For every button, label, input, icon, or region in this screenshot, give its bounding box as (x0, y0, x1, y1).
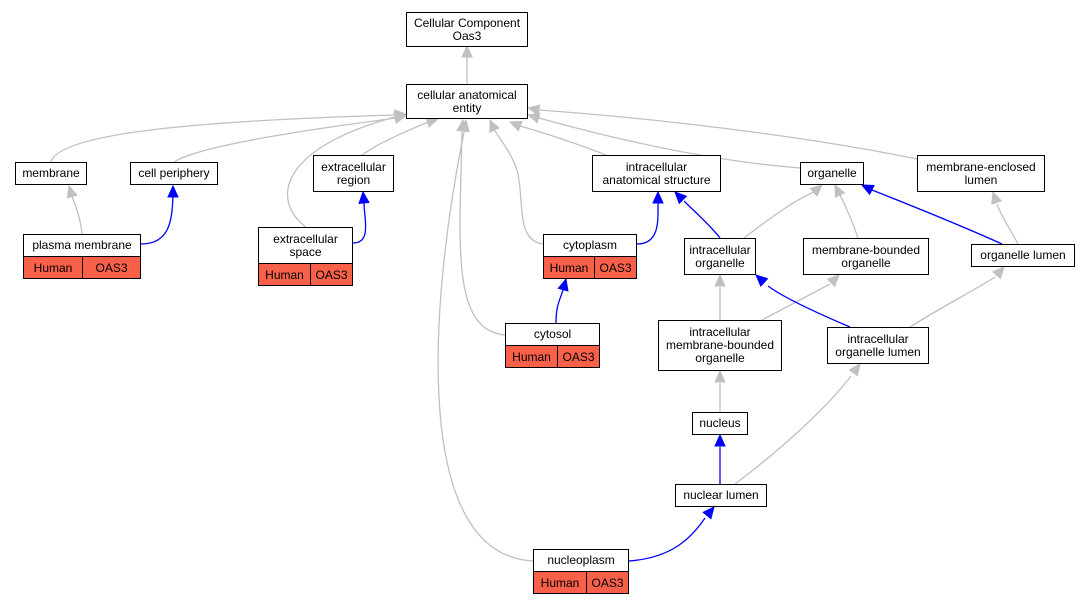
node-organelle[interactable]: organelle (800, 162, 864, 185)
node-membrane-enclosed-lumen[interactable]: membrane-enclosed lumen (917, 155, 1045, 192)
edge-extregion-cae (361, 116, 440, 156)
species-label: Human (33, 260, 73, 275)
node-cellular-anatomical-entity[interactable]: cellular anatomical entity (406, 84, 528, 119)
edge-imbo-mbo (761, 274, 840, 321)
arrowhead (755, 274, 769, 288)
node-membrane[interactable]: membrane (15, 162, 87, 185)
arrowhead (508, 120, 523, 132)
annotation-extracellular-space: Human OAS3 (258, 264, 353, 286)
arrowhead (714, 433, 726, 447)
arrowhead (702, 506, 715, 520)
node-organelle-lumen[interactable]: organelle lumen (971, 244, 1075, 267)
arrowhead (167, 184, 179, 198)
arrowhead (834, 183, 846, 198)
arrowhead (826, 274, 840, 288)
node-cytosol[interactable]: cytosol (505, 323, 600, 346)
edge-pm-membrane (66, 184, 83, 235)
arrowhead (714, 369, 726, 383)
node-nucleus[interactable]: nucleus (692, 412, 748, 435)
species-label: Human (549, 260, 589, 275)
arrowhead (393, 111, 408, 123)
gene-label: OAS3 (82, 257, 140, 278)
arrowhead (992, 266, 1005, 280)
edge-cytoplasm-ias (636, 190, 664, 245)
edge-nl-iol (734, 363, 861, 485)
arrowhead (674, 191, 688, 205)
arrowhead (526, 104, 541, 116)
edge-organelle-cae (526, 112, 801, 169)
arrowhead (358, 190, 370, 204)
node-nucleoplasm[interactable]: nucleoplasm (533, 549, 629, 572)
arrowhead (458, 118, 470, 133)
gene-label: OAS3 (310, 264, 352, 285)
gene-label: OAS3 (594, 257, 636, 278)
edge-nucleus-imbo (714, 369, 726, 412)
gene-label: OAS3 (557, 346, 599, 367)
edge-nucleoplasm-nl (628, 506, 715, 562)
edge-root-cae (461, 44, 473, 84)
annotation-nucleoplasm: Human OAS3 (533, 572, 629, 594)
node-membrane-bounded-organelle[interactable]: membrane-bounded organelle (803, 238, 929, 275)
annotation-plasma-membrane: Human OAS3 (23, 257, 141, 279)
arrowhead (461, 44, 473, 58)
annotation-cytosol: Human OAS3 (505, 346, 600, 368)
edge-nl-nucleus (714, 433, 726, 484)
node-intracellular-membrane-bounded-organelle[interactable]: intracellular membrane-bounded organelle (658, 320, 782, 371)
edge-ol-organelle (860, 184, 1003, 245)
arrowhead (809, 184, 823, 197)
arrowhead (860, 184, 875, 196)
node-extracellular-region[interactable]: extracellular region (313, 155, 394, 192)
species-label: Human (265, 267, 304, 282)
node-extracellular-space[interactable]: extracellular space (258, 227, 353, 264)
species-label: Human (540, 575, 580, 590)
node-nuclear-lumen[interactable]: nuclear lumen (675, 484, 767, 507)
arrowhead (714, 273, 726, 287)
edge-ias-cae (508, 120, 607, 156)
gene-label: OAS3 (586, 572, 628, 593)
node-intracellular-organelle-lumen[interactable]: intracellular organelle lumen (827, 327, 929, 364)
edge-nucleoplasm-cae (437, 118, 534, 562)
edge-iol-ol (909, 266, 1005, 328)
arrowhead (557, 277, 569, 292)
annotation-cytoplasm: Human OAS3 (543, 257, 637, 279)
edge-io-organelle (743, 184, 823, 239)
arrowhead (66, 184, 78, 199)
edge-mbo-organelle (834, 183, 859, 239)
node-plasma-membrane[interactable]: plasma membrane (23, 234, 141, 257)
species-label: Human (512, 349, 551, 364)
node-intracellular-organelle[interactable]: intracellular organelle (684, 238, 756, 275)
edge-extspace-extregion (352, 190, 370, 244)
edge-cytosol-cytoplasm (555, 277, 569, 324)
edge-imbo-io (714, 273, 726, 320)
edge-io-ias (674, 191, 721, 239)
edge-ol-mel (991, 190, 1019, 245)
edge-pm-periphery (140, 184, 179, 245)
node-intracellular-anatomical-structure[interactable]: intracellular anatomical structure (592, 155, 721, 192)
edge-iol-io (755, 274, 851, 328)
arrowhead (848, 363, 861, 377)
node-cellular-component[interactable]: Cellular Component Oas3 (406, 12, 528, 47)
arrowhead (489, 118, 500, 133)
node-cytoplasm[interactable]: cytoplasm (543, 234, 637, 257)
arrowhead (526, 112, 541, 124)
edge-mel-cae (526, 104, 918, 160)
node-cell-periphery[interactable]: cell periphery (130, 162, 218, 185)
edge-cytoplasm-cae (489, 118, 544, 245)
arrowhead (991, 190, 1003, 205)
edge-extspace-cae (286, 111, 408, 228)
edge-cytosol-cae (456, 118, 506, 336)
arrowhead (652, 190, 664, 204)
